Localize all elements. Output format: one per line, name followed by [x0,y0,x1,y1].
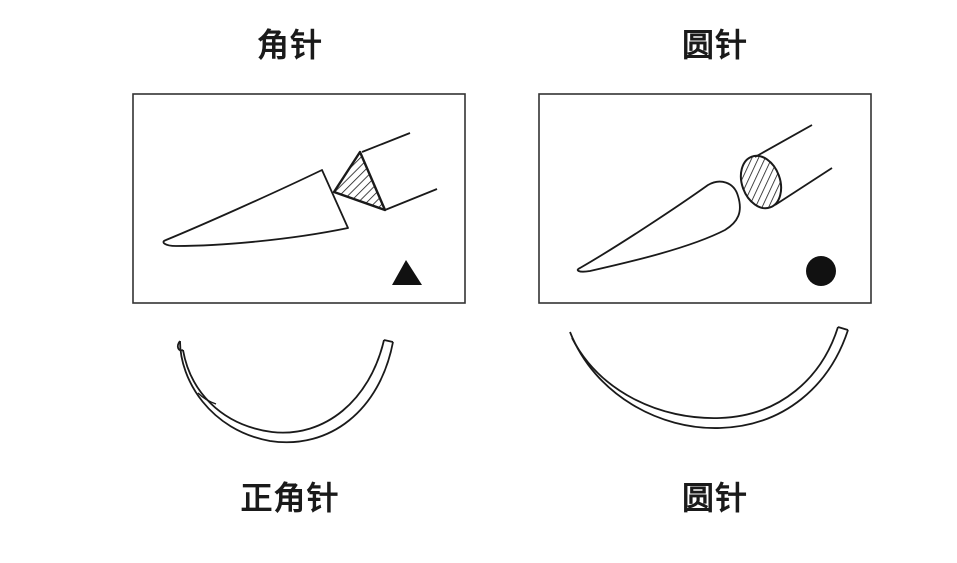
left-curved-needle-outer [179,340,394,444]
round-needle-caption: 圆针 [681,479,748,517]
right-curved-needle-inner [571,326,839,419]
right-curved-needle [569,326,849,429]
left-curved-needle [176,339,394,444]
round-needle-taper [576,180,741,273]
right-curved-needle-outer [569,329,849,429]
triangle-cross-section [332,150,387,212]
filled-triangle-icon [392,260,422,285]
cutting-needle-title: 角针 [256,26,323,64]
round-cross-section [739,154,783,210]
round-needle-shaft-bottom [774,167,833,206]
right-curved-needle-tail [837,326,849,331]
cutting-needle-blade [162,169,349,247]
round-needle-shaft-top [754,124,813,158]
left-curved-needle-bevel [197,392,217,405]
cutting-needle-caption: 正角针 [240,479,340,517]
filled-circle-icon [806,256,836,286]
left-needle-box [132,93,466,304]
left-curved-needle-tip [176,340,184,352]
cutting-needle-shaft-top [361,132,411,153]
round-needle-title: 圆针 [681,26,748,64]
left-curved-needle-inner [182,339,385,434]
cutting-needle-shaft-bottom [384,188,438,211]
right-needle-box [538,93,872,304]
left-curved-needle-tail [383,339,394,343]
